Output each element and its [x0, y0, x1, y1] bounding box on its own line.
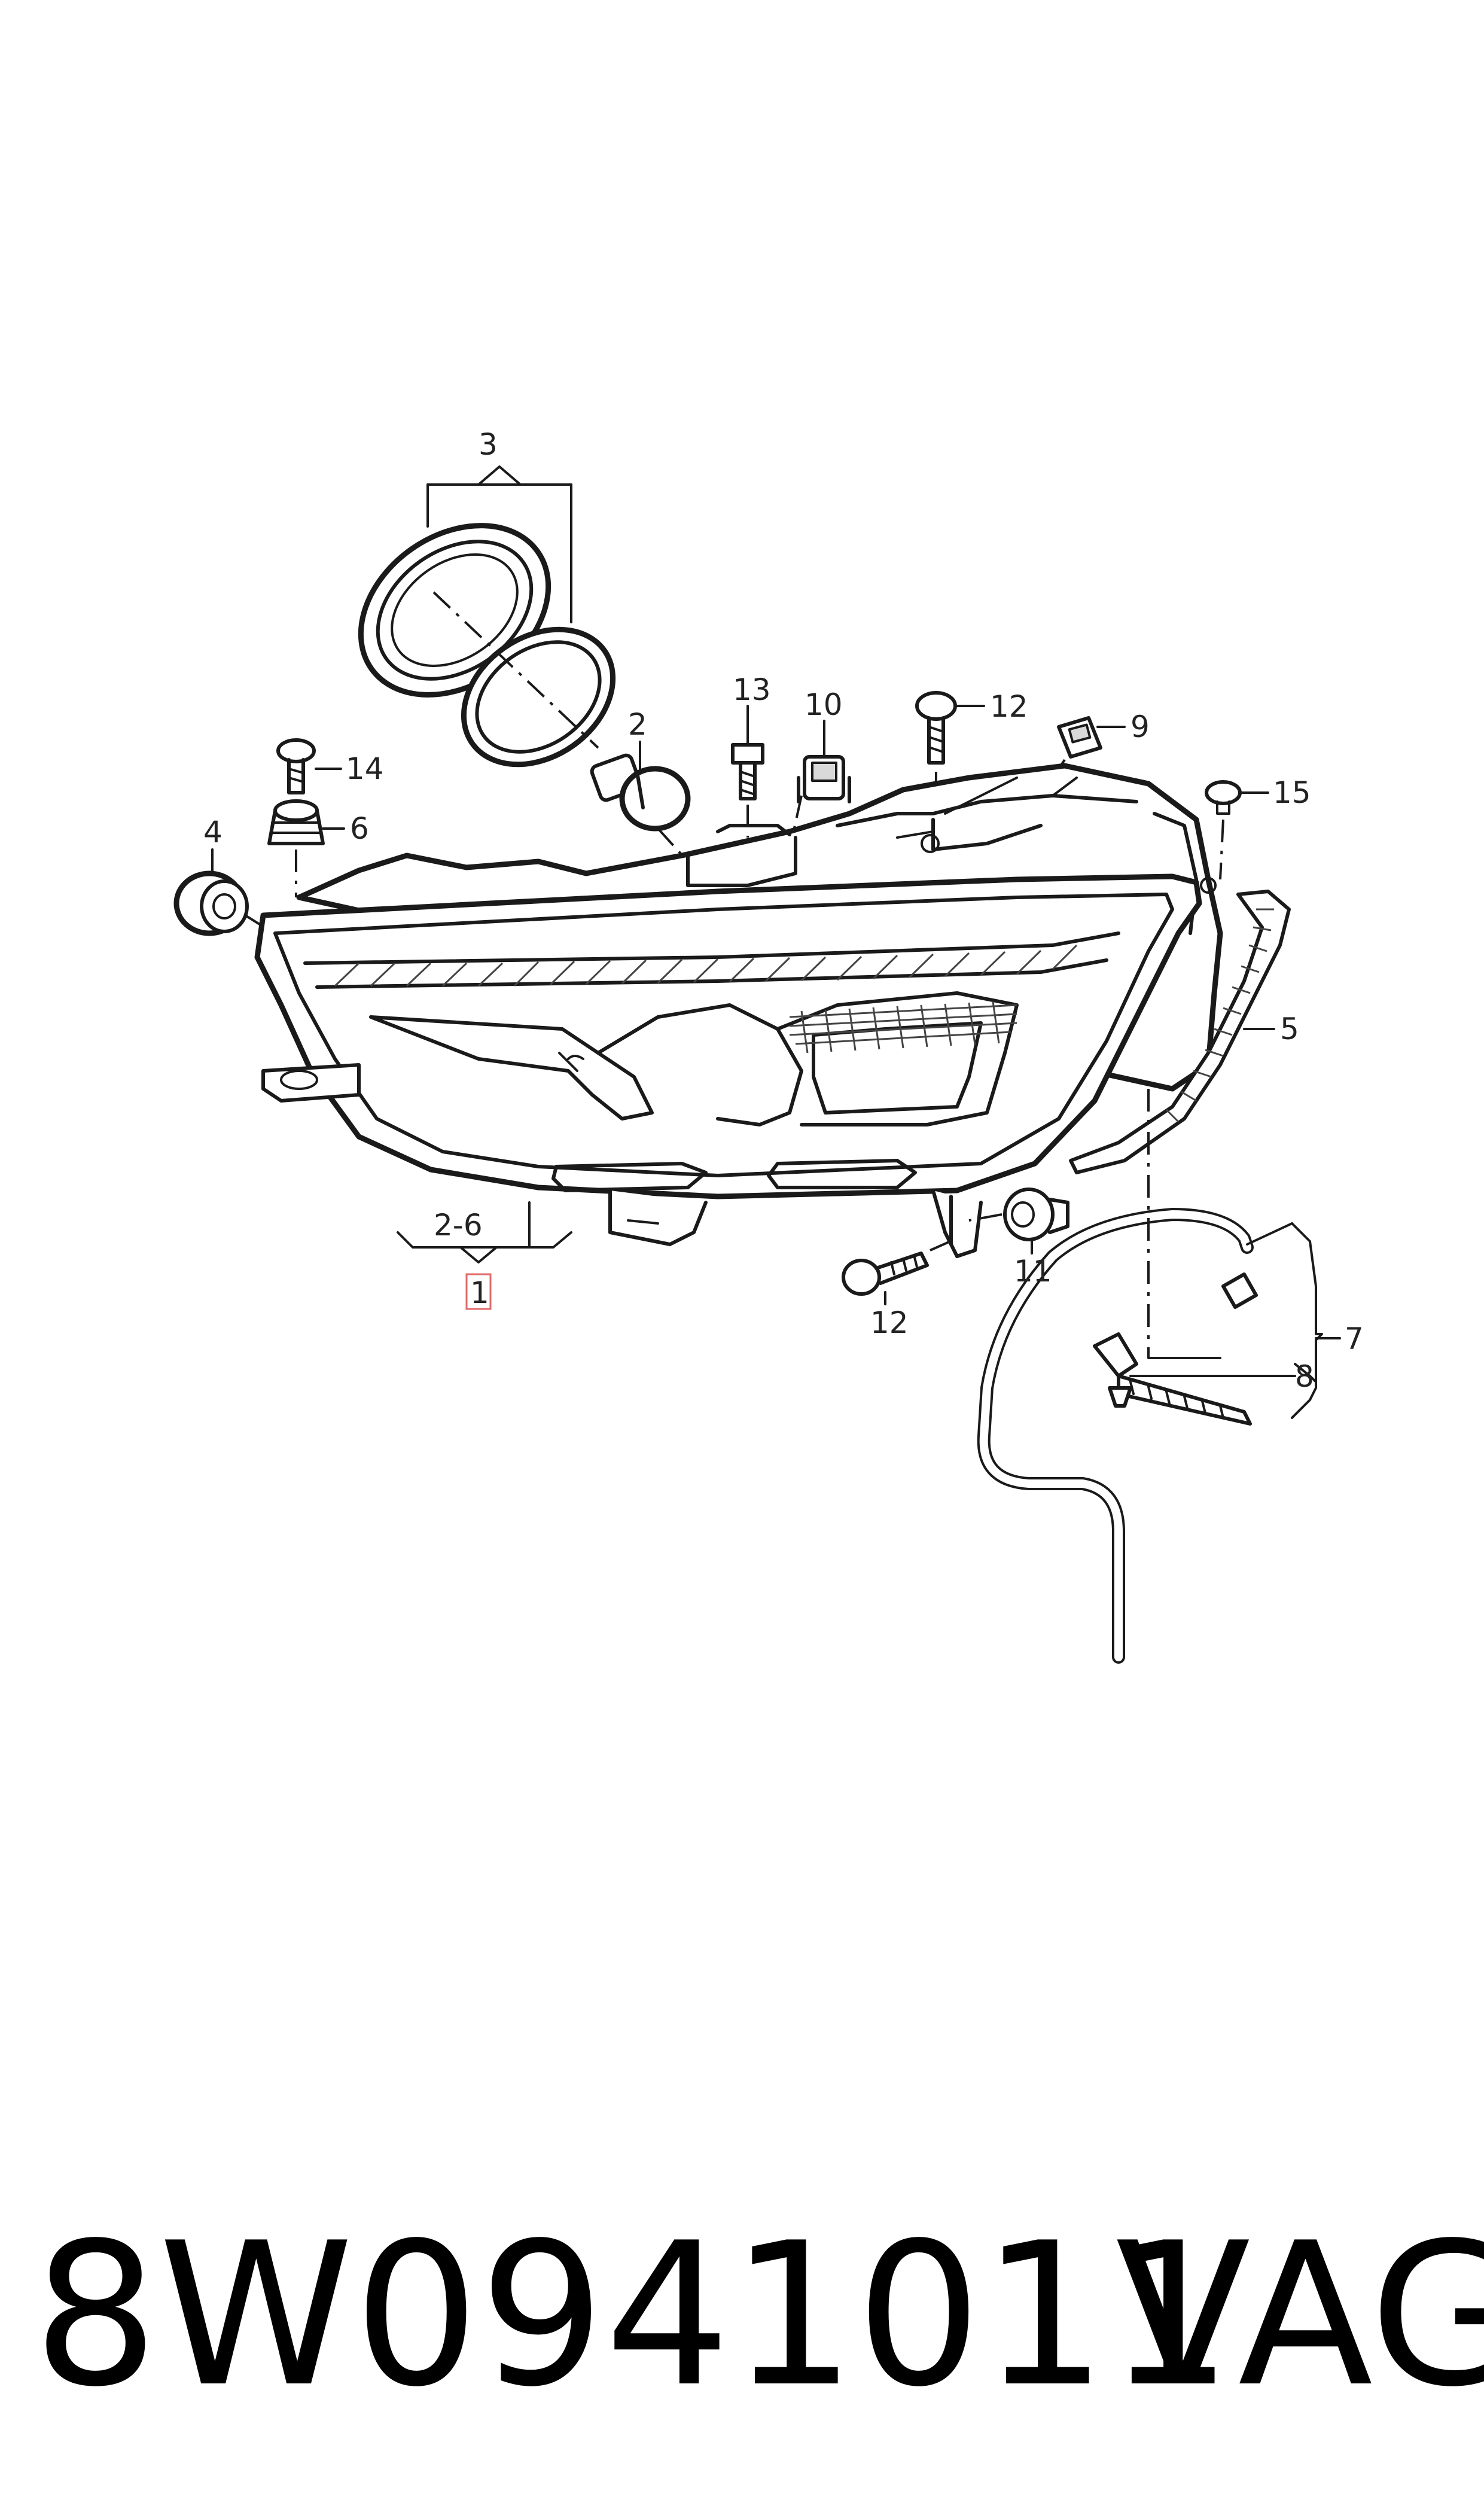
callout-2: 2 [628, 707, 647, 742]
callout-12-bottom: 12 [870, 1305, 909, 1340]
clip-nut-10 [797, 755, 851, 803]
part-1-bracket [397, 1201, 572, 1310]
callout-4: 4 [203, 815, 223, 850]
part-number: 8W0941011 [33, 2200, 1233, 2430]
callout-11: 11 [1014, 1254, 1052, 1289]
part-3-bracket [426, 465, 572, 623]
drl-hatch [334, 944, 1078, 987]
seal-ring [461, 626, 616, 768]
headlamp-lens-front [254, 873, 1202, 1258]
projector-grid [789, 1001, 1017, 1054]
callout-2-6: 2-6 [434, 1208, 483, 1243]
bulb [590, 753, 691, 832]
callout-8: 8 [1295, 1359, 1314, 1394]
adjuster-6 [267, 799, 325, 845]
callout-10: 10 [805, 687, 843, 722]
callout-1: 1 [470, 1275, 489, 1310]
seal-strip-5 [1069, 890, 1291, 1174]
screw-12-bottom [842, 1252, 929, 1296]
clip-9 [1057, 716, 1102, 759]
callout-3: 3 [479, 427, 498, 462]
callout-9: 9 [1130, 710, 1150, 744]
screw-15 [1205, 780, 1242, 815]
callout-7: 7 [1345, 1322, 1364, 1356]
grommet-11 [1003, 1188, 1069, 1241]
screw-13 [731, 743, 764, 800]
callout-14: 14 [346, 751, 384, 786]
callout-6: 6 [350, 811, 369, 846]
grommet-4 [173, 870, 249, 936]
wiring-harness-7 [977, 1208, 1258, 1664]
manufacturer-label: VAG [1116, 2200, 1484, 2430]
callout-5: 5 [1280, 1012, 1299, 1046]
callout-15: 15 [1273, 775, 1311, 810]
screw-14 [276, 738, 316, 794]
screw-12-top [915, 691, 957, 765]
cable-tie-8 [1093, 1332, 1252, 1426]
callout-12-top: 12 [990, 689, 1028, 724]
callout-13: 13 [733, 672, 771, 707]
